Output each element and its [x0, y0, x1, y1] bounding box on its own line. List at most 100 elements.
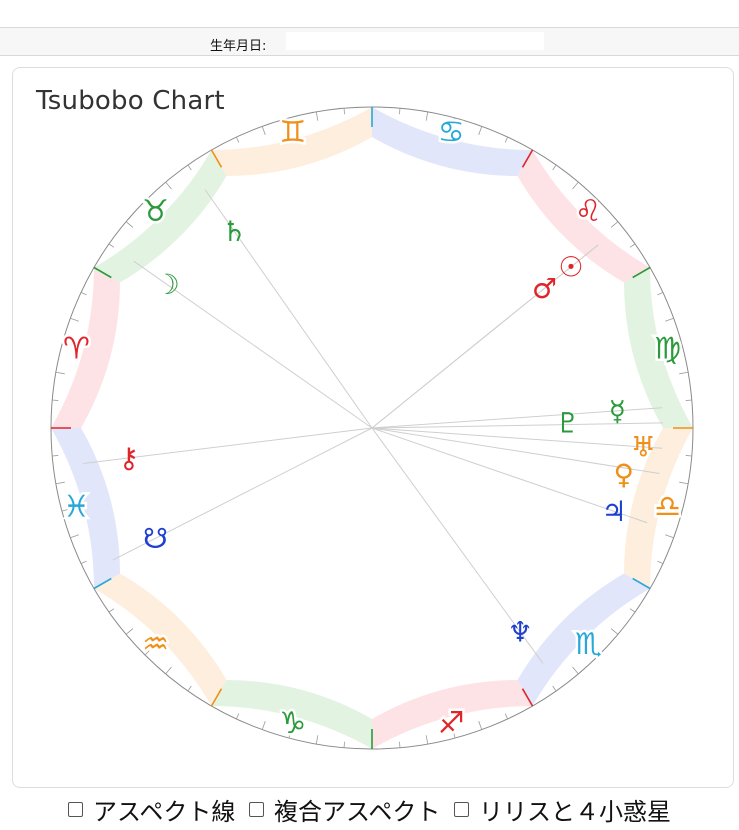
sign-glyph-aquarius: ♒	[142, 627, 169, 662]
sign-boundary-tick	[210, 688, 223, 707]
sign-glyph-capricorn: ♑	[279, 706, 306, 741]
degree-tick	[343, 741, 345, 748]
sign-band-capricorn	[211, 680, 372, 749]
sign-glyph-scorpio: ♏	[575, 627, 602, 662]
degree-tick	[235, 713, 240, 720]
degree-tick	[685, 399, 692, 401]
sign-boundary-tick	[632, 577, 651, 590]
degree-tick	[552, 164, 557, 171]
degree-tick	[165, 666, 172, 675]
degree-tick	[594, 200, 600, 206]
degree-tick	[478, 721, 483, 730]
sign-band-sagittarius	[372, 680, 533, 749]
planet-glyph-pluto: ♇	[555, 406, 580, 439]
degree-tick	[288, 732, 291, 739]
sign-band-cancer	[372, 107, 533, 176]
degree-tick	[679, 481, 689, 485]
option-lilith-asteroids[interactable]: リリスと４小惑星	[453, 792, 671, 827]
degree-tick	[288, 117, 291, 124]
planet-glyph-saturn: ♄	[222, 215, 247, 248]
aspect-lines-label: アスペクト線	[93, 798, 236, 826]
degree-tick	[187, 164, 192, 171]
planet-glyph-mercury: ☿	[609, 394, 626, 427]
degree-tick	[235, 136, 240, 143]
degree-tick	[108, 243, 115, 248]
sign-glyph-virgo: ♍	[654, 331, 681, 366]
degree-tick	[679, 371, 689, 375]
sign-glyph-pisces: ♓	[63, 490, 90, 525]
sign-boundary-tick	[521, 688, 534, 707]
planet-line-node	[112, 427, 373, 561]
sign-boundary-tick	[93, 577, 112, 590]
planet-glyph-moon: ☽	[155, 268, 180, 301]
chart-title: Tsubobo Chart	[36, 86, 225, 116]
sign-band-gemini	[211, 107, 372, 176]
degree-tick	[504, 136, 509, 143]
sign-glyph-cancer: ♋	[438, 115, 465, 150]
degree-tick	[552, 685, 557, 692]
birthdate-input[interactable]	[286, 32, 544, 50]
lilith-asteroids-checkbox[interactable]	[453, 802, 469, 817]
planet-line-chiron	[83, 427, 373, 464]
degree-tick	[453, 732, 456, 739]
composite-aspects-checkbox[interactable]	[249, 802, 264, 817]
sign-band-pisces	[51, 428, 120, 589]
option-aspect-lines[interactable]: アスペクト線	[68, 792, 235, 827]
degree-tick	[676, 344, 683, 347]
sign-glyph-aries: ♈	[63, 331, 90, 366]
degree-tick	[70, 317, 79, 322]
degree-tick	[52, 399, 59, 401]
degree-tick	[261, 126, 266, 135]
degree-tick	[315, 735, 319, 745]
sign-band-aries	[51, 267, 120, 428]
degree-tick	[665, 534, 674, 539]
degree-tick	[504, 713, 509, 720]
degree-tick	[61, 344, 68, 347]
sign-glyph-libra: ♎	[654, 490, 681, 525]
degree-tick	[144, 200, 150, 206]
degree-tick	[125, 628, 134, 635]
sign-band-aquarius	[94, 573, 227, 706]
degree-tick	[343, 108, 345, 115]
sign-boundary-tick	[93, 266, 112, 279]
degree-tick	[52, 455, 59, 457]
lilith-asteroids-label: リリスと４小惑星	[478, 798, 671, 826]
planet-line-saturn	[204, 189, 373, 429]
planet-line-jupiter	[371, 427, 648, 524]
degree-tick	[610, 221, 619, 228]
sign-glyph-taurus: ♉	[142, 194, 169, 229]
degree-tick	[665, 317, 674, 322]
sign-boundary-tick	[210, 149, 223, 168]
sign-glyph-leo: ♌	[575, 194, 602, 229]
degree-tick	[610, 628, 619, 635]
degree-tick	[685, 455, 692, 457]
planet-line-pluto	[371, 422, 663, 429]
degree-tick	[657, 291, 664, 296]
planet-glyph-venus: ♀	[613, 458, 634, 491]
degree-tick	[629, 243, 636, 248]
planet-line-neptune	[371, 427, 544, 664]
degree-tick	[55, 481, 65, 485]
sign-boundary-tick	[632, 266, 651, 279]
degree-tick	[165, 181, 172, 190]
planet-line-moon	[133, 260, 373, 429]
aspect-lines-checkbox[interactable]	[68, 802, 84, 817]
degree-tick	[478, 126, 483, 135]
birthdate-bar: 生年月日:	[0, 27, 739, 56]
zodiac-wheel: ♈♉♊♋♌♍♎♏♐♑♒♓♆♃♀♅♇☿♂☉♄☽⚷☋	[50, 106, 694, 750]
degree-tick	[425, 111, 429, 121]
degree-tick	[55, 371, 65, 375]
degree-tick	[399, 741, 401, 748]
sign-band-libra	[624, 428, 693, 589]
degree-tick	[70, 534, 79, 539]
composite-aspects-label: 複合アスペクト	[274, 798, 441, 826]
planet-glyph-jupiter: ♃	[601, 495, 626, 528]
planet-line-uranus	[371, 427, 663, 449]
sign-band-leo	[517, 150, 650, 283]
option-composite-aspects[interactable]: 複合アスペクト	[249, 792, 440, 827]
degree-tick	[80, 291, 87, 296]
planet-line-sun	[371, 244, 599, 429]
degree-tick	[315, 111, 319, 121]
degree-tick	[80, 560, 87, 565]
sign-band-scorpio	[517, 573, 650, 706]
